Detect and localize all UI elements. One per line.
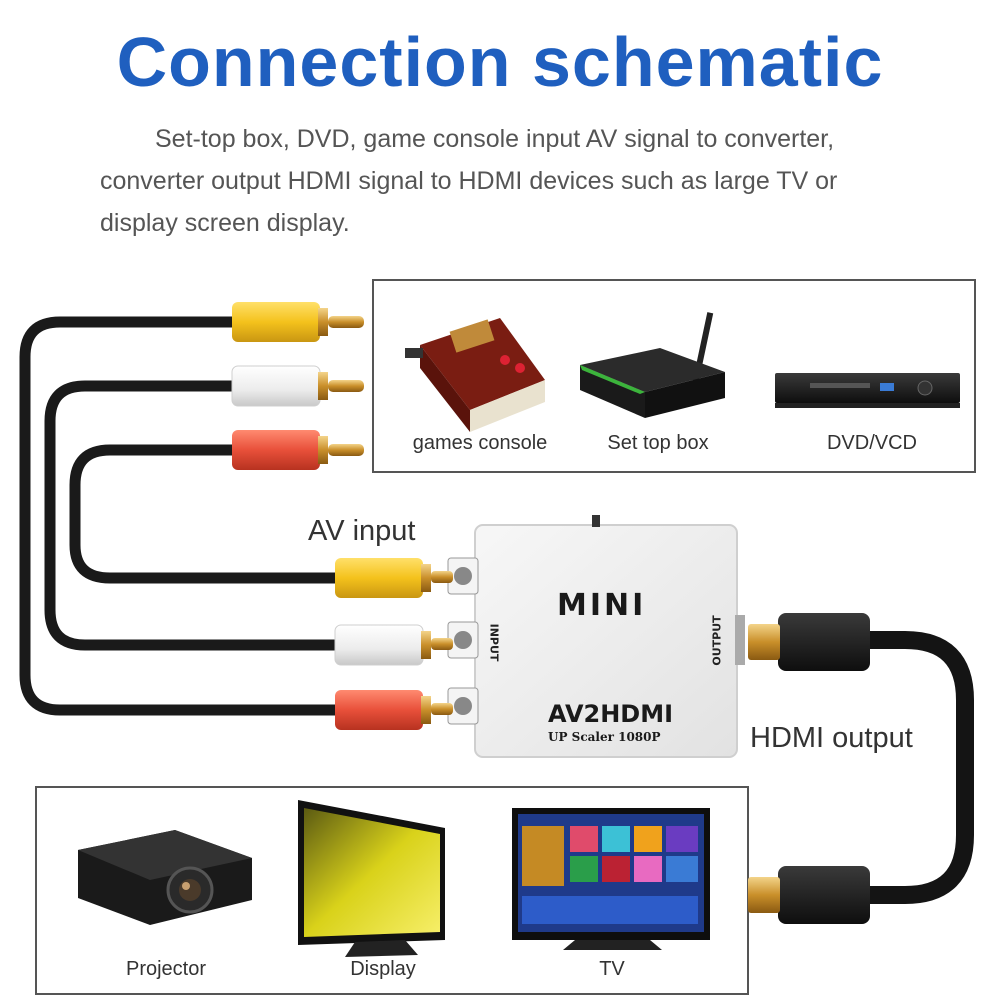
projector-image [78,830,252,925]
set-top-box-label: Set top box [607,432,709,454]
converter-mini-label: MINI [557,588,647,623]
description-line-1: Set-top box, DVD, game console input AV … [155,125,835,153]
hdmi-plug-top [748,613,870,671]
rca-plug-red-inserted [335,558,453,598]
source-devices-frame [372,279,976,473]
hdmi-output-label: HDMI output [750,722,913,754]
games-console-label: games console [412,432,548,454]
hdmi-cable [856,631,974,904]
dvd-player-image [775,373,960,408]
projector-label: Projector [125,958,207,980]
description-line-3: display screen display. [100,209,350,237]
converter-subtitle: UP Scaler 1080P [548,730,661,744]
rca-cables [19,316,341,716]
games-console-image [405,318,545,432]
display-image [298,800,445,957]
dvd-vcd-label: DVD/VCD [826,432,917,454]
rca-plug-white-top [231,365,364,407]
description: Set-top box, DVD, game console input AV … [100,118,930,244]
cable-white-route [44,380,341,651]
av-input-label: AV input [308,515,416,547]
cable-yellow-route [19,316,341,716]
rca-plug-red-top [232,430,364,470]
page-title: Connection schematic [116,23,884,101]
rca-plug-yellow-top [232,302,364,342]
tv-label: TV [599,958,625,980]
tv-image [512,808,710,950]
display-label: Display [350,958,416,980]
description-line-2: converter output HDMI signal to HDMI dev… [100,167,838,195]
cable-red-route [69,444,341,584]
set-top-box-image [580,312,725,418]
converter-output-port-label: OUTPUT [710,615,724,666]
converter-model-label: AV2HDMI [548,700,674,728]
converter-input-port-label: INPUT [487,623,501,662]
rca-plug-yellow-inserted [335,690,453,730]
hdmi-plug-bottom [748,866,870,924]
rca-plug-white-inserted [334,624,453,666]
